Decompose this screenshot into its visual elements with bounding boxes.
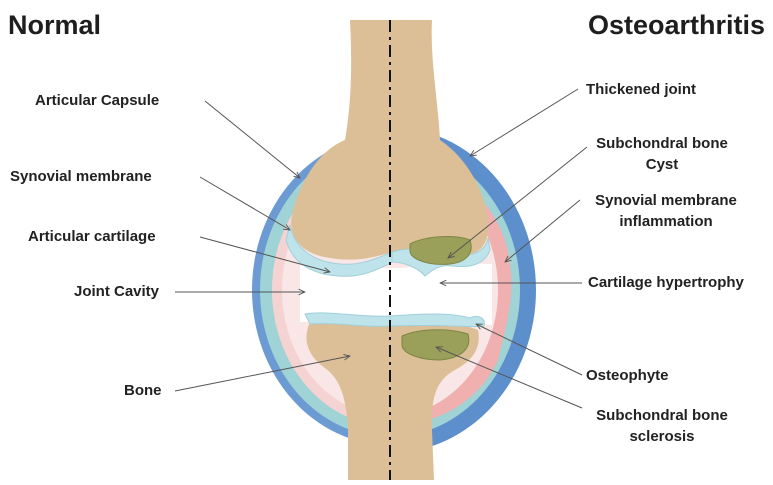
label-subchondral-bone-sclerosis-text: Subchondral bone sclerosis xyxy=(596,407,728,445)
label-cartilage-hypertrophy: Cartilage hypertrophy xyxy=(588,272,744,293)
label-articular-cartilage: Articular cartilage xyxy=(28,226,156,247)
subchondral-sclerosis xyxy=(402,330,469,360)
pointer-articular-capsule xyxy=(205,101,300,178)
label-synovial-membrane: Synovial membrane xyxy=(10,166,152,187)
label-bone: Bone xyxy=(124,380,162,401)
label-thickened-joint: Thickened joint xyxy=(586,79,696,100)
label-synovial-inflammation: Synovial membrane inflammation xyxy=(586,190,746,232)
label-synovial-inflammation-text: Synovial membrane inflammation xyxy=(595,192,737,230)
label-articular-capsule: Articular Capsule xyxy=(35,90,159,111)
title-osteoarthritis: Osteoarthritis xyxy=(588,10,765,41)
title-normal: Normal xyxy=(8,10,101,41)
pointer-thickened-joint xyxy=(470,89,578,156)
label-subchondral-bone-sclerosis: Subchondral bone sclerosis xyxy=(588,405,736,447)
label-osteophyte: Osteophyte xyxy=(586,365,669,386)
label-subchondral-bone-cyst: Subchondral bone Cyst xyxy=(588,133,736,175)
label-joint-cavity: Joint Cavity xyxy=(74,281,159,302)
subchondral-cyst xyxy=(410,237,471,265)
label-subchondral-bone-cyst-text: Subchondral bone Cyst xyxy=(596,135,728,173)
